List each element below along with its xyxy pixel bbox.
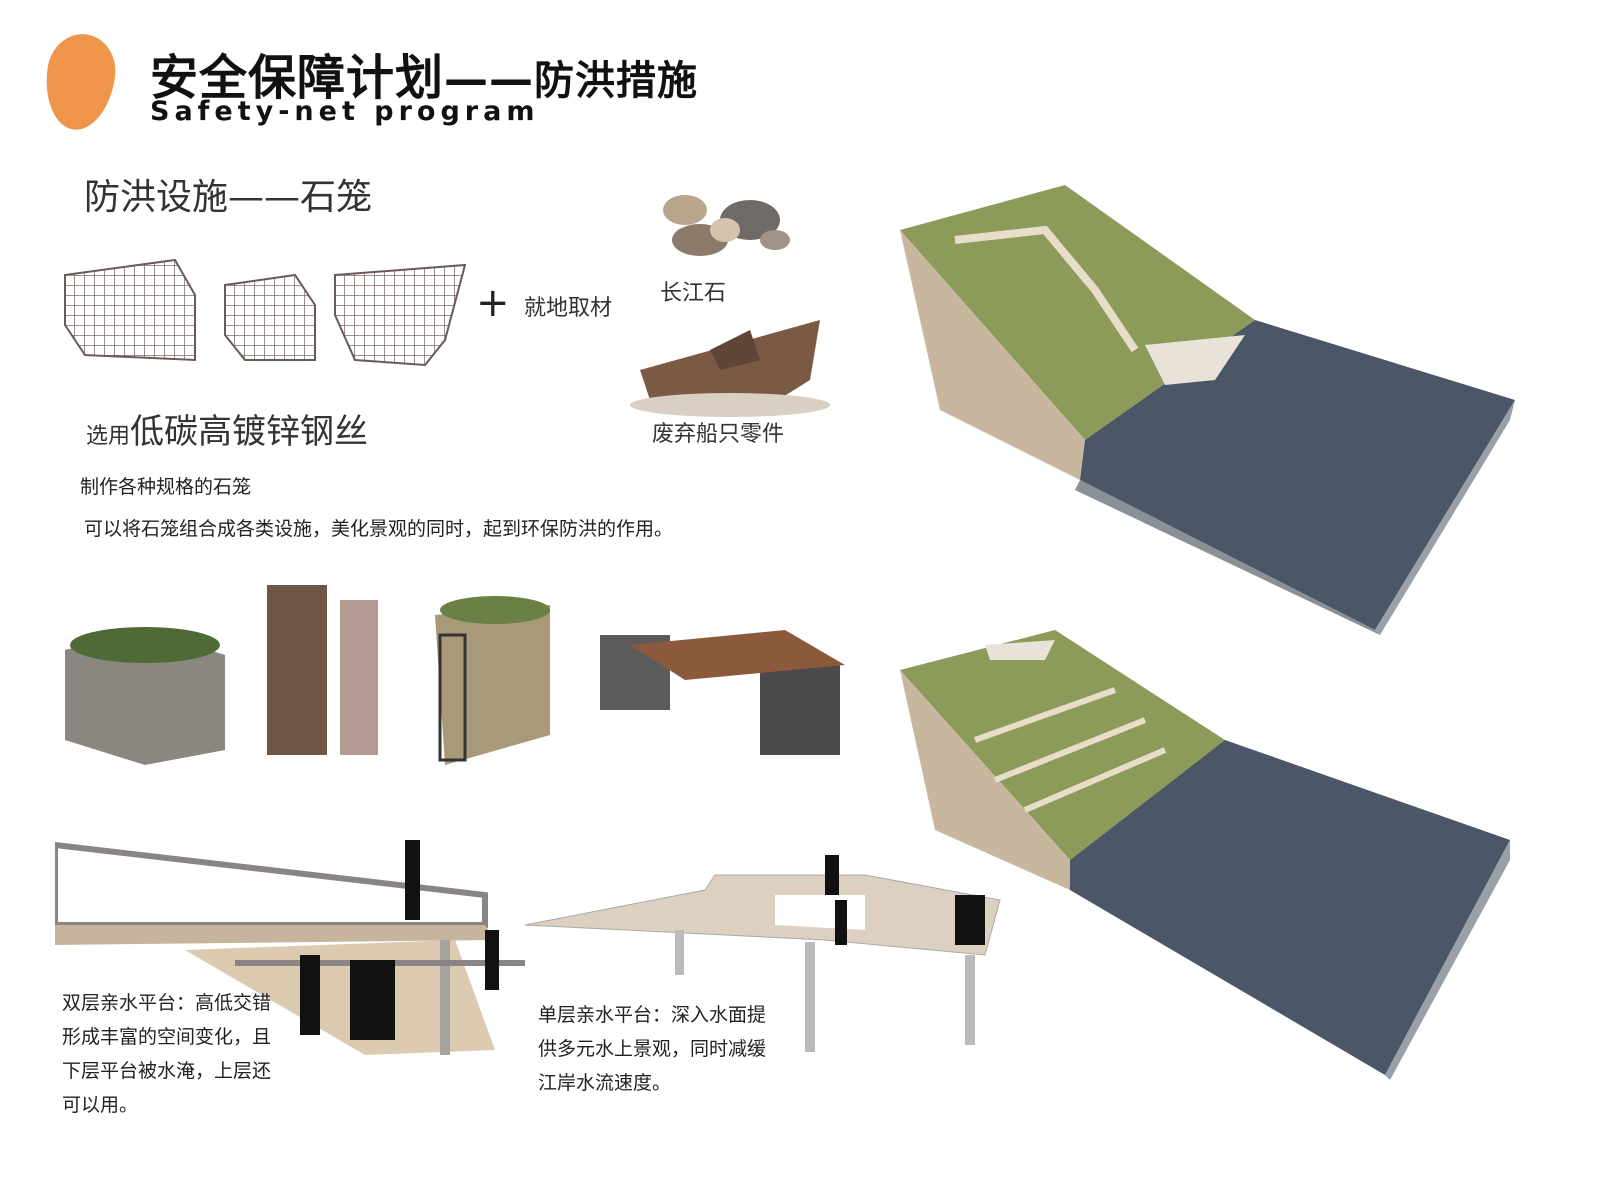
riverbank-model-top — [900, 185, 1515, 635]
stone-label: 长江石 — [660, 281, 727, 306]
text-line: 双层亲水平台：高低交错 — [62, 992, 272, 1014]
wire-text: 低碳高镀锌钢丝 — [130, 412, 369, 452]
plus-sign: + — [476, 280, 510, 326]
desc-line-1: 制作各种规格的石笼 — [80, 476, 252, 498]
title-sub: 防洪措施 — [534, 58, 699, 104]
title-dash: —— — [444, 54, 535, 105]
gabion-cages-illustration — [64, 258, 467, 367]
text-line: 单层亲水平台：深入水面提 — [538, 1004, 767, 1026]
title-main: 安全保障计划 — [150, 50, 445, 106]
page-subtitle: Safety-net program — [150, 96, 540, 127]
ship-parts-label: 废弃船只零件 — [652, 422, 785, 447]
logo-shape — [39, 29, 121, 135]
page-title: 安全保障计划——防洪措施 — [150, 38, 698, 108]
riverbank-model-bottom — [900, 630, 1510, 1080]
wire-prefix: 选用 — [86, 424, 131, 449]
local-materials-label: 就地取材 — [524, 296, 613, 321]
text-line: 形成丰富的空间变化，且 — [62, 1026, 272, 1048]
text-line: 供多元水上景观，同时减缓 — [538, 1038, 767, 1060]
text-line: 可以用。 — [62, 1094, 139, 1116]
desc-line-2: 可以将石笼组合成各类设施，美化景观的同时，起到环保防洪的作用。 — [84, 518, 674, 540]
single-platform-illustration — [525, 855, 1001, 1052]
text-line: 下层平台被水淹，上层还 — [62, 1060, 272, 1082]
text-line: 江岸水流速度。 — [538, 1072, 672, 1094]
section-title: 防洪设施——石笼 — [84, 177, 373, 218]
stones-image — [663, 195, 790, 256]
double-platform-text: 双层亲水平台：高低交错 形成丰富的空间变化，且 下层平台被水淹，上层还 可以用。 — [62, 986, 271, 1122]
single-platform-text: 单层亲水平台：深入水面提 供多元水上景观，同时减缓 江岸水流速度。 — [538, 998, 766, 1100]
ship-image — [630, 320, 830, 417]
wire-label: 选用低碳高镀锌钢丝 — [86, 404, 368, 453]
gabion-products-illustration — [65, 585, 845, 765]
double-platform-illustration — [55, 840, 525, 1055]
